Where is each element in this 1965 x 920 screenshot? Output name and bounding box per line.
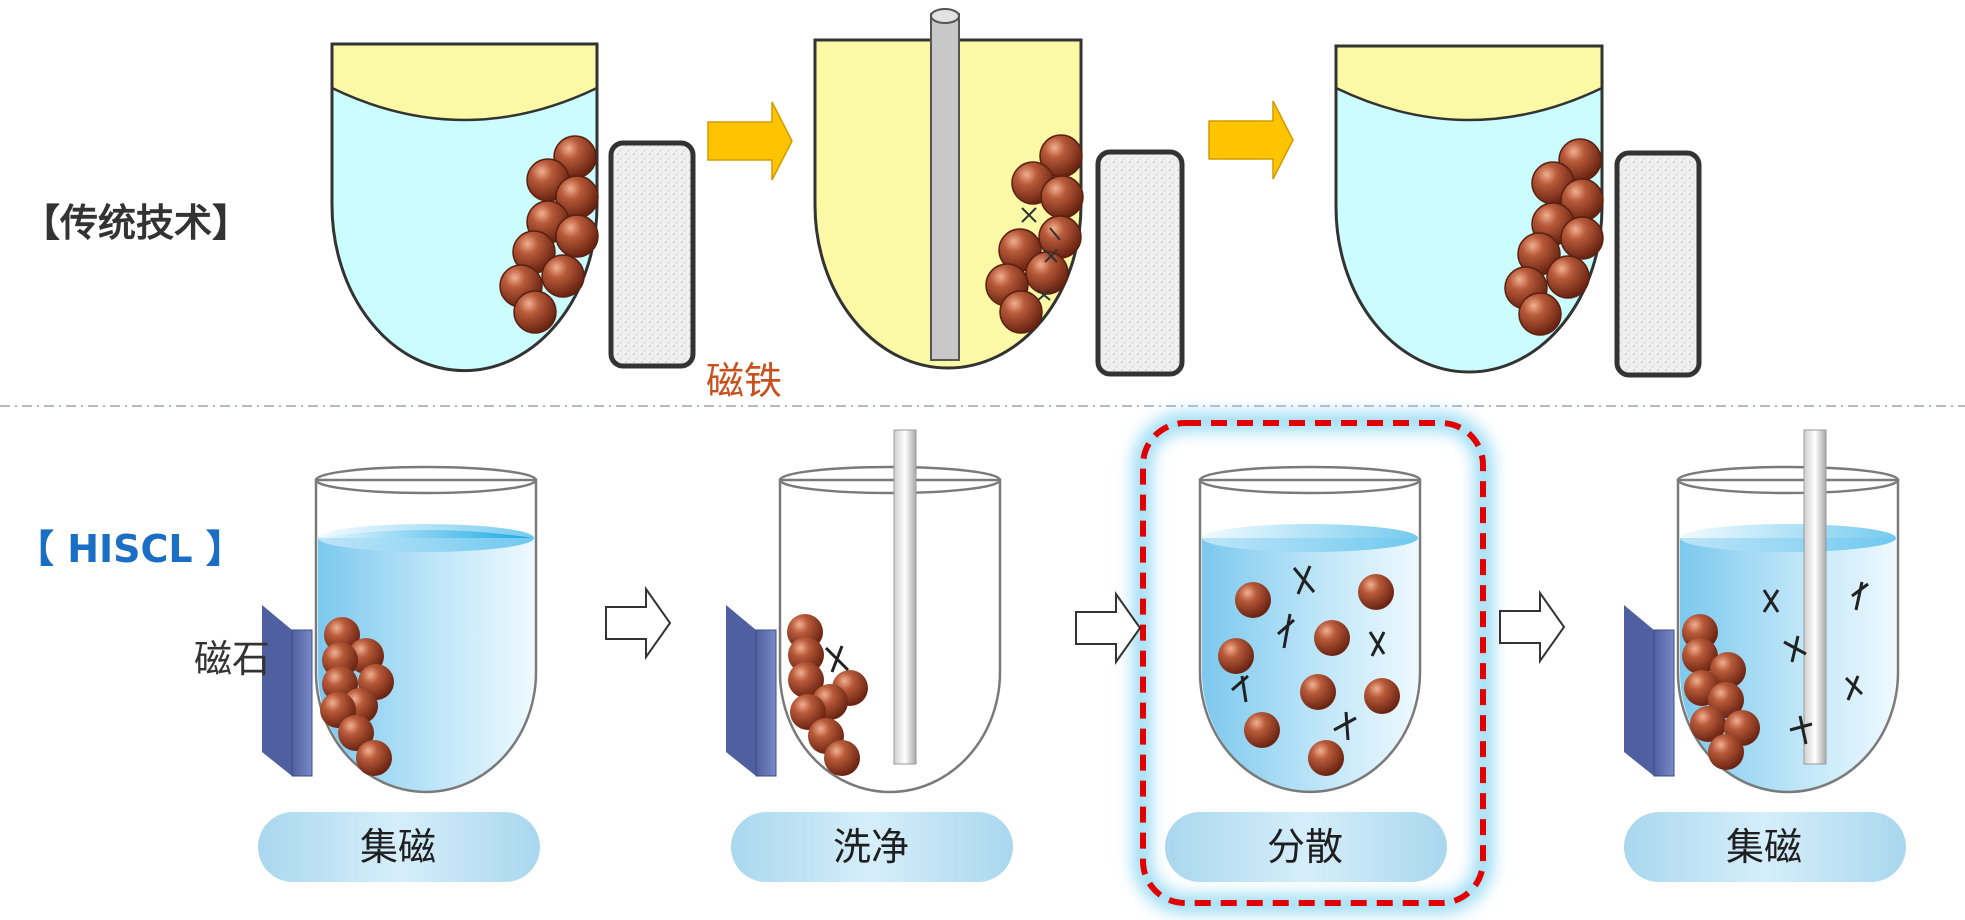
impurity-mark	[824, 645, 850, 673]
traditional-row-label: 【传统技术】	[22, 201, 251, 245]
magnet-plate	[262, 605, 292, 776]
traditional-tube-2	[813, 8, 1185, 377]
magnet-block	[1095, 149, 1185, 377]
magnetic-beads	[1218, 574, 1400, 776]
magnet-block	[1614, 150, 1702, 378]
arrow-right-icon	[707, 101, 793, 181]
hiscl-tube-wash	[726, 429, 1013, 882]
hiscl-row	[258, 413, 1906, 913]
traditional-tube-3	[1334, 44, 1702, 378]
arrow-right-outline-icon	[605, 585, 672, 661]
impurity-marks	[1021, 207, 1061, 301]
magnetic-beads	[499, 135, 599, 334]
arrow-right-icon	[1208, 100, 1294, 180]
magnet-block	[608, 140, 696, 369]
impurity-marks	[1762, 581, 1869, 745]
magnet-label: 磁铁	[706, 359, 783, 403]
step-label-collect-1: 集磁	[359, 825, 436, 869]
magnetic-beads	[787, 614, 868, 776]
magnet-plate	[1624, 605, 1654, 776]
stirring-rod	[893, 429, 917, 765]
step-label-wash: 洗净	[832, 825, 909, 869]
magnetic-beads	[1682, 614, 1760, 770]
highlight-frame	[1140, 420, 1486, 906]
stirring-rod	[930, 13, 960, 361]
step-label-collect-2: 集磁	[1725, 825, 1802, 869]
hiscl-tube-collect-2	[1624, 429, 1906, 882]
magnetic-beads	[1504, 138, 1604, 336]
arrow-right-outline-icon	[1499, 589, 1566, 665]
impurity-marks	[1231, 565, 1386, 741]
magnet-plate	[726, 605, 756, 776]
step-label-disperse: 分散	[1266, 825, 1343, 869]
traditional-tube-1	[330, 42, 696, 373]
arrow-right-outline-icon	[1075, 590, 1142, 666]
magnet-stone-label: 磁石	[194, 637, 271, 681]
hiscl-row-label: 【 HISCL 】	[16, 527, 244, 571]
magnetic-beads	[320, 617, 394, 776]
traditional-row	[330, 8, 1702, 378]
hiscl-tube-collect-1	[258, 465, 540, 882]
magnetic-beads	[985, 134, 1084, 334]
stirring-rod	[1803, 429, 1827, 765]
hiscl-tube-disperse	[1165, 465, 1447, 882]
